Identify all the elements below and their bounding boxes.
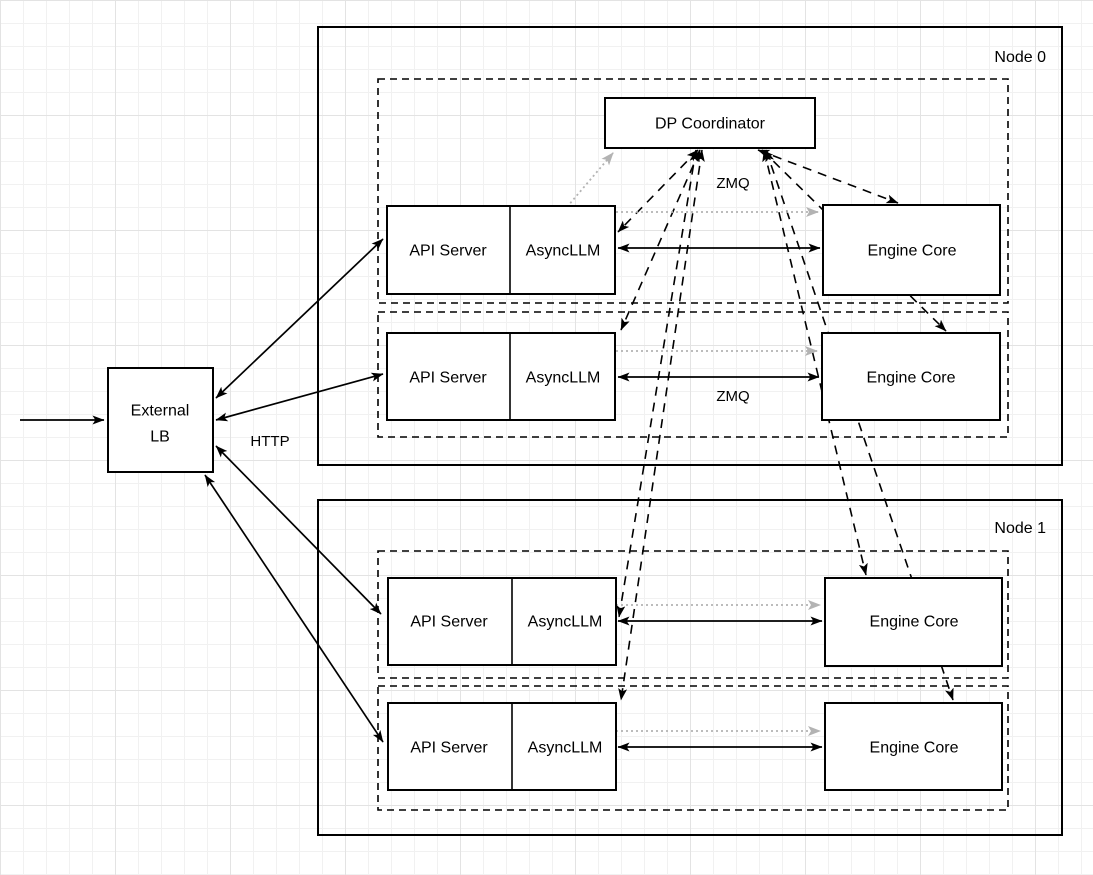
dp-coordinator-box bbox=[604, 97, 816, 149]
zmq-edge-label-top: ZMQ bbox=[716, 175, 749, 192]
api-asyncllm-box-n1r1 bbox=[387, 702, 617, 791]
asyncllm-label-n0r0: AsyncLLM bbox=[526, 243, 601, 260]
edge-lb-api-n0r1 bbox=[215, 372, 384, 422]
engine-core-box-n1r0 bbox=[824, 577, 1003, 667]
node1-label: Node 1 bbox=[994, 520, 1046, 537]
asyncllm-label-n1r0: AsyncLLM bbox=[528, 614, 603, 631]
api-asyncllm-box-n0r0 bbox=[386, 205, 616, 295]
external-lb-label-line2: LB bbox=[150, 429, 170, 446]
api-server-label-n1r1: API Server bbox=[410, 740, 488, 757]
edge-coordinator-asyncllm-n0r0 bbox=[617, 149, 699, 233]
api-asyncllm-box-n0r1 bbox=[386, 332, 616, 421]
zmq-edge-label-mid: ZMQ bbox=[716, 388, 749, 405]
node0-label: Node 0 bbox=[994, 49, 1046, 66]
external-lb-label-line1: External bbox=[131, 403, 190, 420]
asyncllm-label-n1r1: AsyncLLM bbox=[528, 740, 603, 757]
edge-coordinator-asyncllm-n1r1 bbox=[618, 149, 705, 701]
edge-coordinator-engine-n0r0 bbox=[757, 149, 899, 204]
engine-core-label-n0r1: Engine Core bbox=[867, 370, 956, 387]
edge-lb-api-n0r0 bbox=[215, 238, 384, 399]
dp-coordinator-label: DP Coordinator bbox=[655, 116, 766, 133]
api-server-label-n1r0: API Server bbox=[410, 614, 488, 631]
api-server-label-n0r0: API Server bbox=[409, 243, 487, 260]
engine-core-label-n1r0: Engine Core bbox=[870, 614, 959, 631]
engine-core-box-n0r0 bbox=[822, 204, 1001, 296]
engine-core-box-n0r1 bbox=[821, 332, 1001, 421]
asyncllm-label-n0r1: AsyncLLM bbox=[526, 370, 601, 387]
engine-core-box-n1r1 bbox=[824, 702, 1003, 791]
edge-lb-api-n1r1 bbox=[204, 474, 384, 743]
http-edge-label: HTTP bbox=[250, 433, 289, 450]
api-server-label-n0r1: API Server bbox=[409, 370, 487, 387]
engine-core-label-n0r0: Engine Core bbox=[868, 243, 957, 260]
external-lb-box bbox=[107, 367, 214, 473]
api-asyncllm-box-n1r0 bbox=[387, 577, 617, 666]
edge-dotted-asyncllm-coordinator bbox=[566, 152, 614, 208]
engine-core-label-n1r1: Engine Core bbox=[870, 740, 959, 757]
